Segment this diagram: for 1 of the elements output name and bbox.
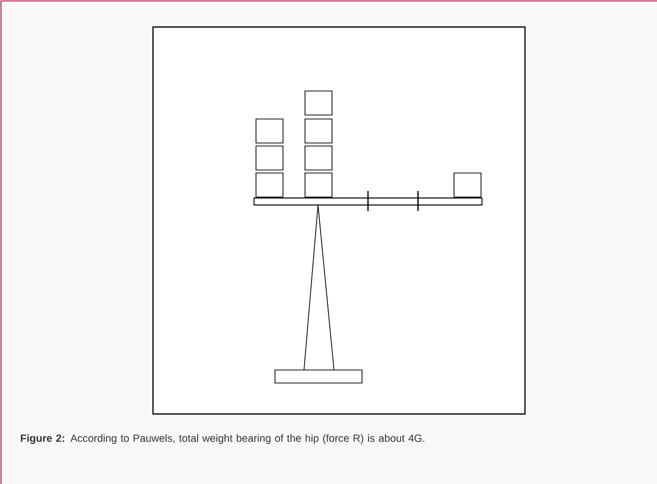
caption: Figure 2: According to Pauwels, total weight bearing of the hip (force R) is about 4G.	[20, 434, 424, 444]
